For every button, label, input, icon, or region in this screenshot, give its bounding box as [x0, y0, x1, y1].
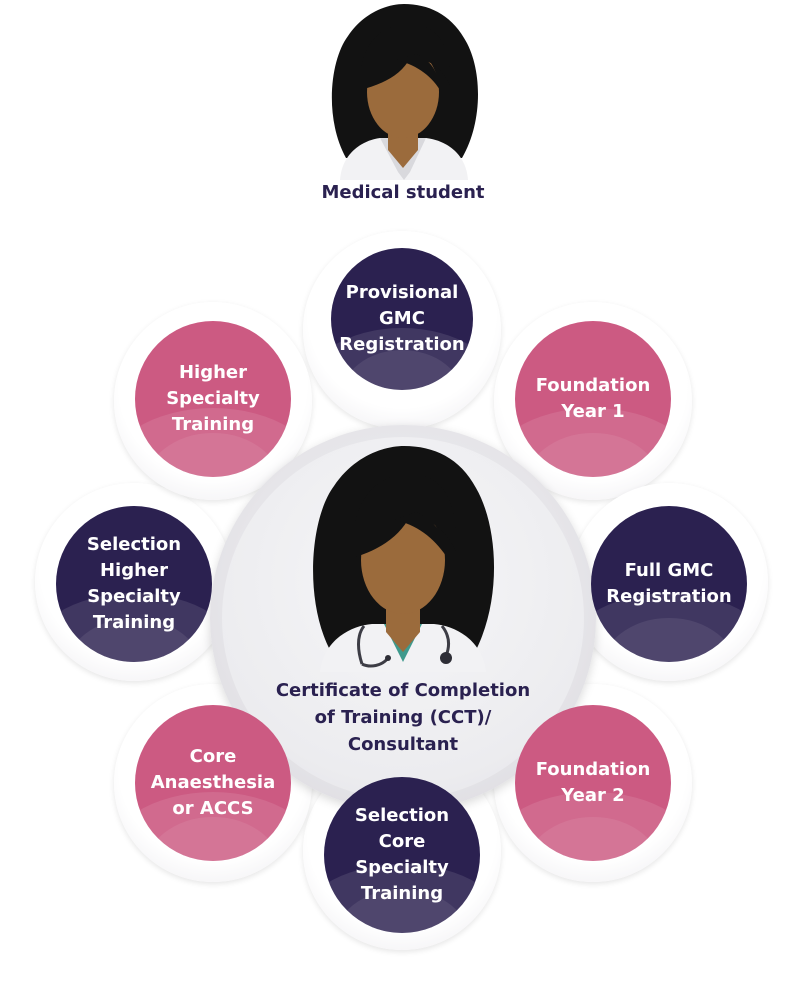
stage-label: Higher Specialty Training	[166, 362, 260, 435]
consultant-doctor-avatar-icon	[313, 446, 495, 672]
stage-label: Full GMC Registration	[606, 560, 732, 607]
stage-label: Foundation Year 2	[535, 759, 651, 806]
stage-selection-higher-specialty-training: Selection Higher Specialty Training	[56, 506, 212, 662]
cct-consultant-label: Certificate of Completion of Training (C…	[275, 680, 531, 755]
stage-core-anaesthesia-or-accs: Core Anaesthesia or ACCS	[135, 705, 291, 861]
stage-label: Provisional GMC Registration	[339, 282, 465, 355]
stage-provisional-gmc-registration: Provisional GMC Registration	[331, 248, 473, 390]
stage-selection-core-specialty-training: Selection Core Specialty Training	[324, 777, 480, 933]
stage-label: Selection Core Specialty Training	[354, 805, 450, 904]
stage-label: Core Anaesthesia or ACCS	[150, 746, 276, 819]
stage-higher-specialty-training: Higher Specialty Training	[135, 321, 291, 477]
stage-full-gmc-registration: Full GMC Registration	[591, 506, 747, 662]
stage-label: Foundation Year 1	[535, 375, 651, 422]
stage-foundation-year-2: Foundation Year 2	[515, 705, 671, 861]
medical-student-label: Medical student	[321, 182, 485, 203]
stage-label: Selection Higher Specialty Training	[86, 534, 182, 633]
stage-foundation-year-1: Foundation Year 1	[515, 321, 671, 477]
medical-student-avatar-icon	[331, 4, 478, 180]
